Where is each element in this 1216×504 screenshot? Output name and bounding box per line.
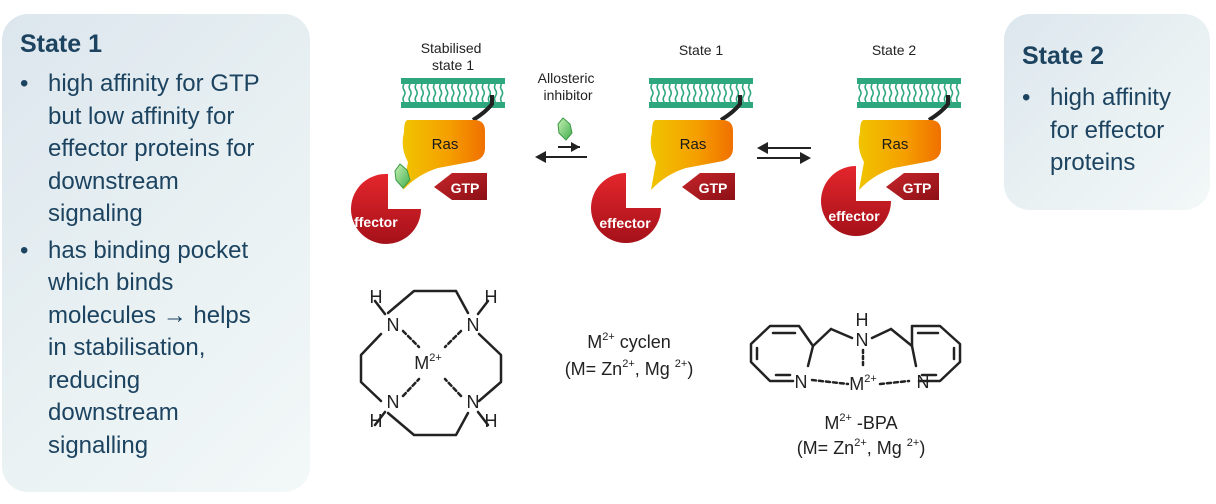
state-equilibrium-arrows bbox=[757, 142, 811, 164]
membrane bbox=[649, 78, 753, 108]
effector-label: effector bbox=[346, 214, 398, 230]
ras-label: Ras bbox=[882, 136, 909, 153]
effector-protein bbox=[591, 173, 661, 243]
state2-bullet: high affinity for effector proteins bbox=[1016, 82, 1206, 180]
gtp-molecule bbox=[886, 173, 939, 200]
gtp-molecule bbox=[682, 173, 735, 200]
state2-diagram-label: State 2 bbox=[872, 42, 917, 58]
cyclen-structure bbox=[359, 289, 503, 437]
hydrogen-atom: H bbox=[856, 310, 869, 330]
nitrogen-atom: N bbox=[795, 372, 808, 392]
nitrogen-atom: N bbox=[467, 392, 480, 412]
gtp-label: GTP bbox=[903, 180, 932, 196]
gtp-label: GTP bbox=[699, 180, 728, 196]
bullet-line: downstream bbox=[48, 167, 179, 195]
nitrogen-atom: N bbox=[917, 372, 930, 392]
state1-diagram-label: State 1 bbox=[679, 42, 724, 58]
free-inhibitor bbox=[557, 117, 573, 141]
lipid-anchor-tail bbox=[927, 95, 950, 122]
bpa-name: M2+ -BPA bbox=[824, 412, 897, 433]
bullet-line: high affinity for GTP bbox=[48, 70, 260, 97]
hydrogen-atom: H bbox=[370, 287, 383, 307]
bullet-line: in stabilisation, bbox=[48, 334, 206, 361]
ras-label: Ras bbox=[432, 136, 459, 153]
gtp-label: GTP bbox=[451, 180, 480, 196]
nitrogen-atom: N bbox=[387, 315, 400, 335]
membrane bbox=[857, 78, 961, 108]
metal-ion: M2+ bbox=[414, 352, 442, 373]
ras-complex-stabilised: Ras effector GTP bbox=[346, 95, 494, 244]
state1-bullet-list: high affinity for GTP but low affinity fo… bbox=[14, 68, 304, 462]
hydrogen-atom: H bbox=[485, 411, 498, 431]
state1-bullet: high affinity for GTP but low affinity fo… bbox=[14, 68, 304, 231]
metal-ion: M2+ bbox=[849, 373, 877, 394]
nitrogen-atom: N bbox=[387, 392, 400, 412]
effector-label: effector bbox=[828, 208, 880, 224]
bpa-atom-labels: N N H N M2+ bbox=[795, 310, 930, 394]
ras-label: Ras bbox=[680, 136, 707, 153]
lipid-tails bbox=[402, 83, 504, 103]
bound-inhibitor bbox=[394, 163, 411, 189]
membrane bbox=[401, 78, 505, 108]
ras-protein bbox=[650, 120, 733, 190]
bullet-line: signaling bbox=[48, 200, 143, 227]
bullet-line: reducing bbox=[48, 366, 141, 394]
bullet-line: but low affinity for bbox=[48, 102, 235, 130]
cyclen-atom-labels: N N N N H H H H M2+ bbox=[370, 287, 498, 431]
state1-bullet: has binding pocket which binds molecules →… bbox=[14, 235, 304, 463]
ras-protein bbox=[402, 120, 485, 190]
lipid-tails bbox=[858, 83, 960, 103]
bullet-line: which binds bbox=[48, 269, 174, 296]
lipid-anchor-tail bbox=[471, 95, 494, 122]
ras-complex-state2: Ras effector GTP bbox=[821, 95, 950, 236]
lipid-anchor-tail bbox=[719, 95, 742, 122]
state1-panel-title: State 1 bbox=[20, 30, 102, 58]
bullet-line: proteins bbox=[1050, 149, 1136, 176]
bullet-line: high affinity bbox=[1050, 84, 1171, 111]
ras-complex-state1: Ras effector GTP bbox=[591, 95, 742, 243]
effector-label: effector bbox=[599, 215, 651, 231]
bullet-line: signalling bbox=[48, 431, 149, 459]
stabilised-state-label: Stabilised state 1 bbox=[421, 40, 486, 73]
nitrogen-atom: N bbox=[467, 315, 480, 335]
hydrogen-atom: H bbox=[485, 287, 498, 307]
bullet-line: molecules → helps bbox=[48, 301, 251, 329]
effector-protein bbox=[821, 166, 891, 236]
ras-protein bbox=[858, 120, 941, 190]
cyclen-metal-options: (M= Zn2+, Mg 2+) bbox=[565, 358, 694, 379]
allosteric-inhibitor-label: Allosteric inhibitor bbox=[538, 70, 599, 103]
state2-bullet-list: high affinity for effector proteins bbox=[1016, 82, 1206, 180]
gtp-molecule bbox=[434, 173, 487, 200]
bullet-line: effector proteins for bbox=[48, 135, 255, 162]
cyclen-name: M2+ cyclen bbox=[587, 331, 671, 352]
hydrogen-atom: H bbox=[370, 411, 383, 431]
lipid-tails bbox=[650, 83, 752, 103]
bpa-metal-options: (M= Zn2+, Mg 2+) bbox=[797, 437, 926, 458]
bullet-line: for effector bbox=[1050, 116, 1165, 144]
state2-panel-title: State 2 bbox=[1022, 42, 1104, 70]
bullet-line: has binding pocket bbox=[48, 236, 249, 264]
bullet-line: downstream bbox=[48, 399, 179, 426]
binding-equilibrium-arrow bbox=[535, 142, 587, 163]
bpa-structure bbox=[749, 324, 962, 386]
effector-protein bbox=[351, 173, 421, 244]
nitrogen-atom: N bbox=[856, 330, 869, 350]
